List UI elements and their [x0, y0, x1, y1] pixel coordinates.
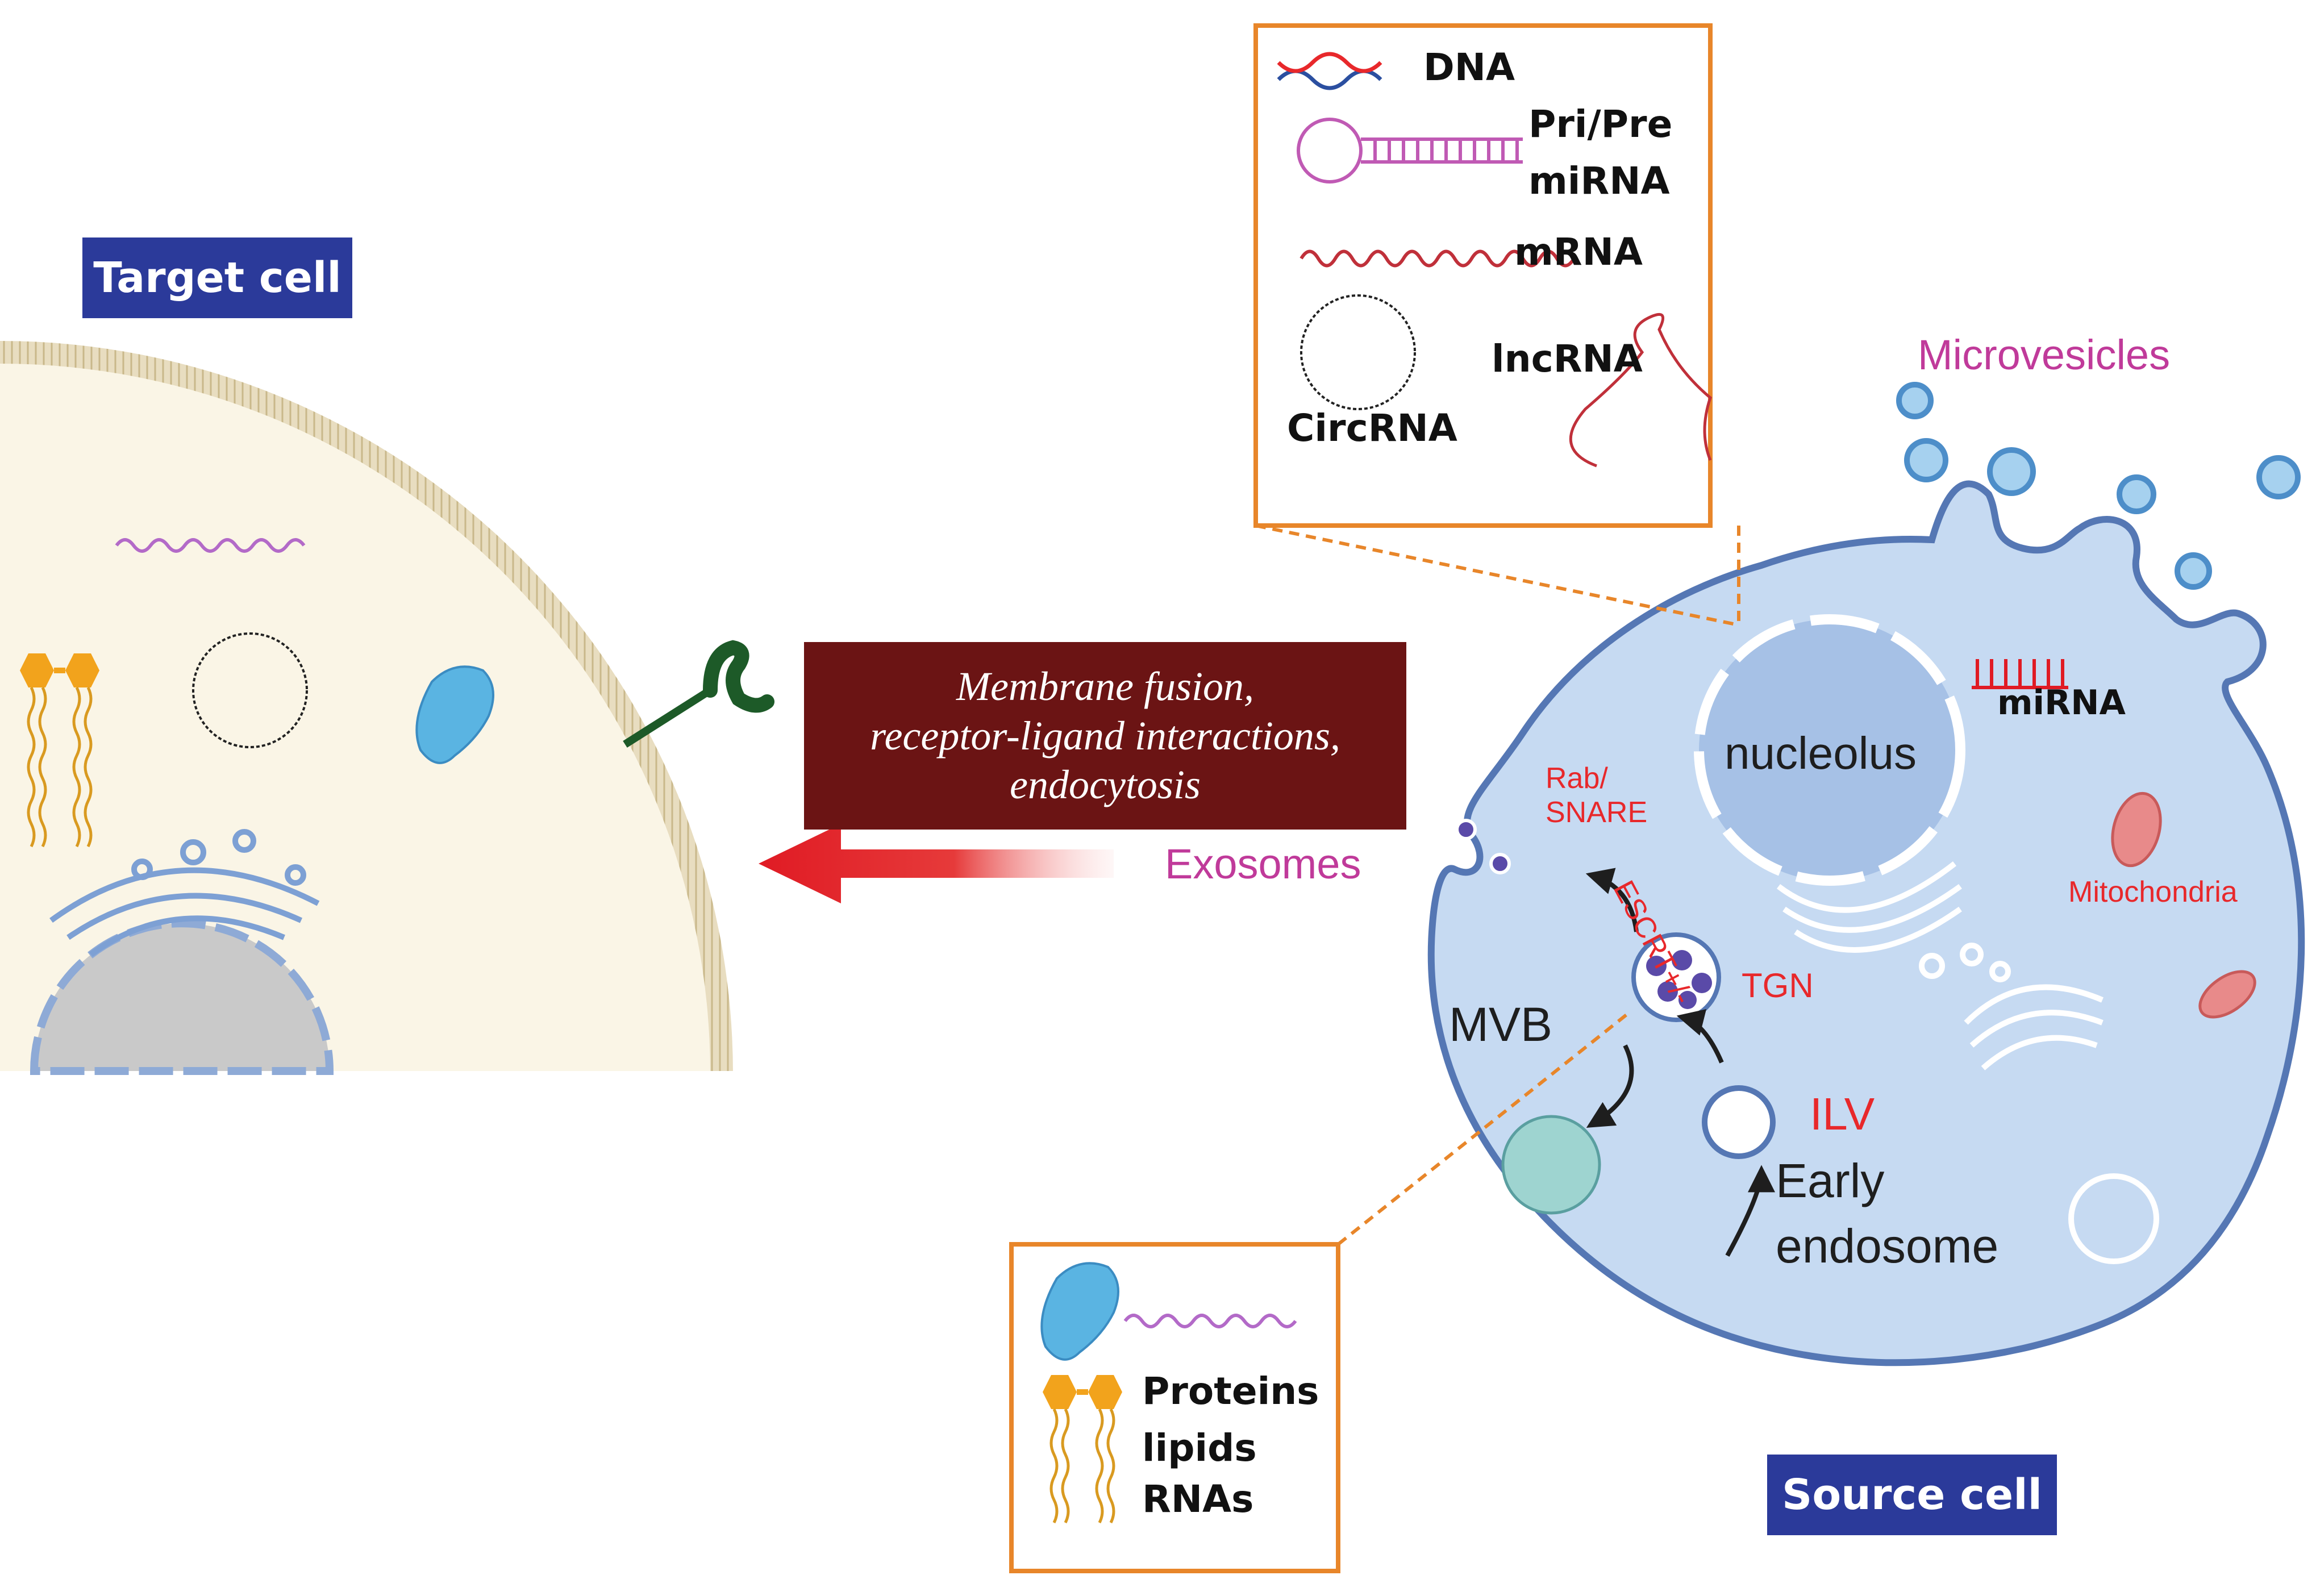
target-cell-text: Target cell: [93, 253, 341, 302]
lipids-label: lipids: [1142, 1426, 1257, 1470]
golgi-lower: [1964, 984, 2104, 1070]
mitochondria-label: Mitochondria: [2068, 876, 2238, 909]
microvesicles-group: [1896, 382, 2301, 590]
cargo-legend-box: [1009, 1242, 1340, 1573]
target-nucleus: [30, 919, 334, 1075]
rab-snare-label-2: SNARE: [1546, 796, 1648, 829]
target-mrna-icon: [115, 538, 306, 553]
nucleolus-label: nucleolus: [1725, 728, 1917, 778]
mechanism-box: Membrane fusion, receptor-ligand interac…: [804, 642, 1406, 830]
lncrna-label: lncRNA: [1492, 337, 1643, 381]
vesicle-icon: [2068, 1173, 2159, 1264]
dna-icon: [1277, 52, 1382, 90]
rna-legend-box: [1253, 23, 1713, 528]
tgn-label: TGN: [1742, 966, 1814, 1005]
exosomes-label: Exosomes: [1165, 840, 1361, 887]
mirna-label: miRNA: [1997, 683, 2126, 723]
mvb-icon: [1631, 932, 1721, 1022]
rab-snare-label-1: Rab/: [1546, 762, 1608, 795]
circrna-label: CircRNA: [1287, 406, 1457, 450]
pri-pre-label-1: Pri/Pre: [1528, 102, 1673, 146]
mechanism-line-2: receptor-ligand interactions,: [870, 712, 1340, 759]
mitochondria-icon-small: [2198, 970, 2256, 1019]
lncrna-icon: [1569, 312, 1712, 468]
rnas-label: RNAs: [1142, 1477, 1254, 1521]
target-lipid-icon: [20, 653, 99, 848]
mvb-label: MVB: [1449, 998, 1553, 1051]
cargo-protein-icon: [1040, 1262, 1119, 1361]
ilv-icon: [1702, 1085, 1776, 1159]
receptor-icon: [623, 640, 774, 748]
early-endosome-label-1: Early: [1776, 1154, 1885, 1207]
cargo-legend-connector: [1337, 1010, 1632, 1246]
source-cell-label: Source cell: [1767, 1455, 2057, 1535]
mitochondria-icon: [2111, 791, 2162, 868]
cargo-lipid-icon: [1043, 1375, 1122, 1524]
mechanism-line-1: Membrane fusion,: [956, 664, 1254, 710]
microvesicles-label: Microvesicles: [1918, 331, 2171, 378]
source-cell: [1427, 480, 2305, 1366]
exosome-vesicle-icon: [1455, 819, 1477, 840]
mirna-icon: [1972, 659, 2068, 689]
source-cell-text: Source cell: [1782, 1470, 2042, 1519]
early-endosome-label-2: endosome: [1776, 1219, 1999, 1273]
pri-pre-label-2: miRNA: [1528, 159, 1670, 203]
lysosome-icon: [1501, 1115, 1601, 1215]
circrna-icon: [1300, 294, 1416, 410]
rna-legend-connector: [1255, 524, 1739, 627]
mrna-icon: [1299, 249, 1576, 268]
dna-label: DNA: [1423, 45, 1515, 89]
mrna-label: mRNA: [1514, 230, 1643, 274]
nucleolus-shape: [1694, 614, 1965, 886]
exosome-vesicle-icon-2: [1489, 853, 1511, 874]
tgn-golgi: [1776, 861, 2011, 982]
mechanism-line-3: endocytosis: [1010, 762, 1201, 808]
target-protein-icon: [415, 665, 494, 764]
ilv-label: ILV: [1810, 1089, 1875, 1139]
target-cell-label: Target cell: [82, 237, 352, 318]
target-circrna-icon: [192, 632, 308, 748]
cargo-rna-icon: [1123, 1314, 1297, 1328]
pri-pre-mirna-icon: [1297, 118, 1523, 184]
transfer-arrow: [759, 824, 1114, 903]
pathway-arrows: [1585, 868, 1775, 1257]
target-cell: [0, 341, 774, 1596]
proteins-label: Proteins: [1142, 1369, 1319, 1413]
target-golgi: [49, 829, 320, 957]
